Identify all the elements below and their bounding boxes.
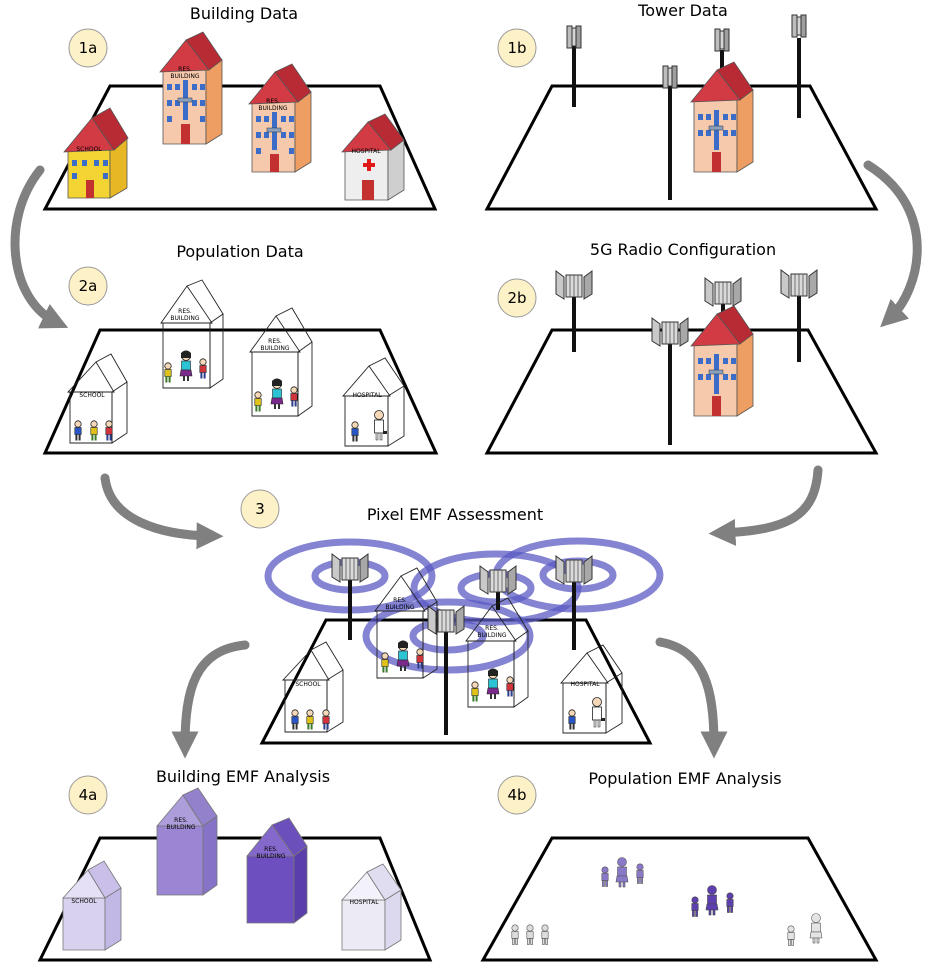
svg-text:HOSPITAL: HOSPITAL <box>349 899 379 906</box>
radio-tower-icon <box>566 25 582 107</box>
ground-plane <box>42 328 439 455</box>
svg-text:2a: 2a <box>79 277 98 295</box>
school-outline-icon <box>66 353 128 444</box>
svg-text:1b: 1b <box>507 39 526 57</box>
residential-building-icon: RES. BUILDING <box>248 63 312 173</box>
residential-emf-block-icon <box>246 817 308 924</box>
hospital-outline-icon <box>560 644 623 734</box>
panel-radio-config: 5G Radio Configuration 2b <box>484 240 879 455</box>
svg-text:RES.: RES. <box>178 66 192 73</box>
badge-1a: 1a <box>68 28 108 68</box>
svg-text:4a: 4a <box>79 786 98 804</box>
hospital-emf-block-icon <box>341 863 402 951</box>
panel-title-population-data: Population Data <box>176 242 303 261</box>
residential-emf-block-icon <box>156 787 218 896</box>
badge-4b: 4b <box>497 775 537 815</box>
panel-building-data: Building Data 1a SCHOOL RES. BUILDING <box>42 4 438 211</box>
panel-population-data: Population Data 2a SCHOOL RES. BUILDING <box>42 242 439 455</box>
svg-text:SCHOOL: SCHOOL <box>295 681 321 688</box>
svg-text:BUILDING: BUILDING <box>260 345 289 352</box>
residential-outline-icon <box>160 279 224 389</box>
svg-text:BUILDING: BUILDING <box>385 604 414 611</box>
radio-tower-icon <box>780 269 818 362</box>
svg-text:4b: 4b <box>507 786 526 804</box>
residential-building-icon <box>690 61 754 173</box>
badge-3: 3 <box>240 489 280 529</box>
svg-text:SCHOOL: SCHOOL <box>76 146 102 153</box>
panel-building-emf: Building EMF Analysis 4a SCHOOL RES. BUI… <box>37 767 433 962</box>
flow-arrow-icon <box>10 160 922 759</box>
svg-text:HOSPITAL: HOSPITAL <box>352 392 382 399</box>
panel-title-building-data: Building Data <box>190 4 298 23</box>
badge-1b: 1b <box>497 28 537 68</box>
ground-plane <box>484 84 879 211</box>
panel-title-radio-config: 5G Radio Configuration <box>590 240 776 259</box>
svg-text:2b: 2b <box>507 289 526 307</box>
radio-tower-icon <box>662 65 678 200</box>
radio-tower-icon <box>479 565 517 610</box>
residential-outline-icon <box>249 307 313 417</box>
radio-tower-icon <box>427 605 465 735</box>
svg-text:BUILDING: BUILDING <box>170 315 199 322</box>
radio-tower-icon <box>651 317 689 445</box>
school-building-icon: SCHOOL <box>63 107 129 199</box>
badge-4a: 4a <box>68 775 108 815</box>
svg-text:RES.: RES. <box>393 597 407 604</box>
svg-text:RES.: RES. <box>266 98 280 105</box>
panel-title-pixel-emf: Pixel EMF Assessment <box>367 505 543 524</box>
badge-2a: 2a <box>68 266 108 306</box>
radio-tower-icon <box>714 28 730 70</box>
svg-text:SCHOOL: SCHOOL <box>71 898 97 905</box>
svg-text:RES.: RES. <box>174 817 188 824</box>
residential-building-icon <box>690 305 754 417</box>
svg-text:3: 3 <box>255 500 265 518</box>
svg-text:RES.: RES. <box>178 308 192 315</box>
badge-2b: 2b <box>497 278 537 318</box>
panel-tower-data: Tower Data 1b <box>484 1 879 211</box>
hospital-outline-icon <box>342 357 405 447</box>
radio-tower-icon <box>791 14 807 118</box>
ground-plane <box>480 836 879 962</box>
svg-text:BUILDING: BUILDING <box>256 853 285 860</box>
svg-text:BUILDING: BUILDING <box>170 73 199 80</box>
svg-text:RES.: RES. <box>485 625 499 632</box>
panel-title-building-emf: Building EMF Analysis <box>156 767 330 786</box>
svg-text:HOSPITAL: HOSPITAL <box>351 148 381 155</box>
panel-title-tower-data: Tower Data <box>637 1 728 20</box>
panel-title-population-emf: Population EMF Analysis <box>588 769 781 788</box>
ground-plane <box>484 328 879 455</box>
svg-text:BUILDING: BUILDING <box>166 824 195 831</box>
svg-text:RES.: RES. <box>264 846 278 853</box>
svg-text:BUILDING: BUILDING <box>477 632 506 639</box>
radio-tower-icon <box>331 553 369 640</box>
svg-text:1a: 1a <box>79 39 98 57</box>
panel-pixel-emf: Pixel EMF Assessment 3 <box>240 489 664 745</box>
residential-outline-icon <box>465 597 529 708</box>
residential-building-icon: RES. BUILDING <box>159 31 223 145</box>
school-emf-block-icon <box>62 860 122 951</box>
svg-text:BUILDING: BUILDING <box>258 105 287 112</box>
svg-text:HOSPITAL: HOSPITAL <box>570 681 600 688</box>
hospital-building-icon: HOSPITAL <box>341 113 405 201</box>
panel-population-emf: Population EMF Analysis 4b <box>480 769 879 962</box>
svg-text:RES.: RES. <box>268 338 282 345</box>
svg-text:SCHOOL: SCHOOL <box>79 392 105 399</box>
radio-tower-icon <box>555 270 593 352</box>
radio-tower-icon <box>555 555 593 650</box>
